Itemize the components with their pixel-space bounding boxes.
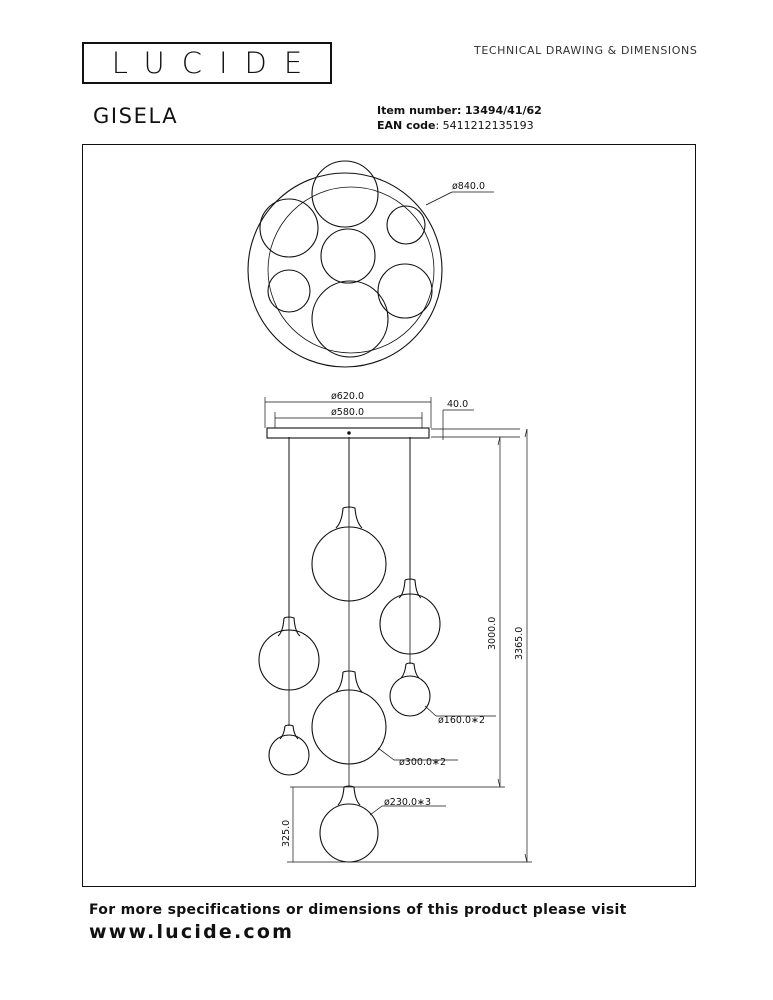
neck-left-lower <box>284 724 299 740</box>
leader-large-globe <box>377 747 395 761</box>
footer-website-link[interactable]: www.lucide.com <box>89 921 295 943</box>
ean-label: EAN code <box>377 119 436 132</box>
dim-arrow-3365-top <box>524 428 528 438</box>
item-number-label: Item number: <box>377 104 462 117</box>
label-canopy-outer: ø620.0 <box>331 391 364 402</box>
top-view-inner-ring <box>267 186 435 354</box>
top-globe-2 <box>259 198 319 258</box>
label-canopy-height: 40.0 <box>447 399 468 410</box>
top-globe-1 <box>311 160 379 228</box>
label-small-globe: ø160.0∗2 <box>438 715 485 726</box>
top-view-outer-ring <box>247 172 443 368</box>
canopy <box>266 427 430 439</box>
globe-left-lower <box>268 734 310 776</box>
leader-small-globe <box>424 705 437 717</box>
item-number: Item number: 13494/41/62 <box>377 104 542 117</box>
label-canopy-inner: ø580.0 <box>331 407 364 418</box>
neck-center-upper <box>342 506 363 529</box>
neck-center-lower <box>342 670 363 693</box>
top-view <box>247 160 494 368</box>
dim-arrow-3365-bottom <box>524 853 528 863</box>
globe-bottom <box>319 803 379 863</box>
label-total-height: 3365.0 <box>514 627 525 660</box>
item-number-value: 13494/41/62 <box>464 104 542 117</box>
ean-code: EAN code: 5411212135193 <box>377 119 534 132</box>
dim-arrow-3000-bottom <box>497 778 501 788</box>
leader-medium-globe <box>369 805 383 816</box>
neck-right-lower <box>405 662 420 679</box>
footer-note: For more specifications or dimensions of… <box>89 902 627 918</box>
top-globe-4 <box>320 228 376 284</box>
drawing-frame <box>82 144 696 887</box>
canopy-center-dot <box>347 431 351 435</box>
globe-right-upper <box>379 593 441 655</box>
globe-center-lower <box>311 689 387 765</box>
label-cable-length: 3000.0 <box>487 617 498 650</box>
logo-text: LUCIDE <box>111 46 320 80</box>
label-top-diameter: ø840.0 <box>452 181 485 192</box>
document-title: TECHNICAL DRAWING & DIMENSIONS <box>474 44 698 57</box>
top-globe-3 <box>386 205 426 245</box>
brand-logo: LUCIDE <box>82 42 332 84</box>
top-globe-7 <box>311 280 389 358</box>
dim-arrow-3000-top <box>497 436 501 446</box>
globe-right-lower <box>389 675 431 717</box>
neck-left-upper <box>283 616 301 637</box>
globe-center-upper <box>311 526 387 602</box>
ean-value: : 5411212135193 <box>435 119 534 132</box>
product-name: GISELA <box>93 104 179 128</box>
top-globe-6 <box>267 269 311 313</box>
label-medium-globe: ø230.0∗3 <box>384 797 431 808</box>
label-lowest-drop: 325.0 <box>281 820 292 847</box>
label-large-globe: ø300.0∗2 <box>399 757 446 768</box>
top-globe-5 <box>377 263 433 319</box>
side-view <box>258 397 532 863</box>
top-view-leader <box>425 191 453 206</box>
globe-left-upper <box>258 629 320 691</box>
neck-bottom <box>343 785 361 806</box>
